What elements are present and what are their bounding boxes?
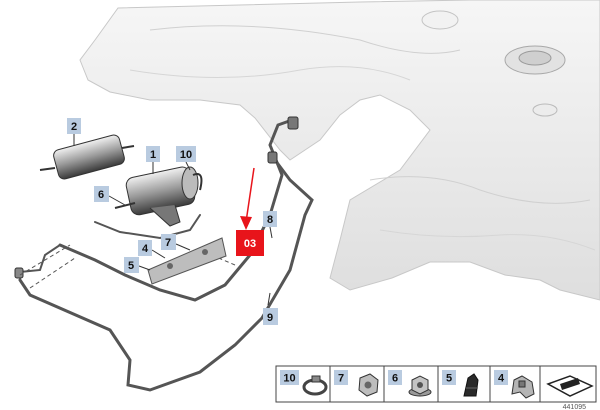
legend-item-arrow[interactable]: [546, 375, 594, 397]
hose-clamp-icon: [302, 375, 328, 396]
svg-text:4: 4: [142, 243, 149, 255]
highlighted-part-03[interactable]: 03: [236, 230, 264, 256]
svg-text:9: 9: [267, 312, 273, 324]
callout-7[interactable]: 7: [161, 234, 176, 250]
legend-item-4[interactable]: 4: [494, 370, 535, 399]
fuel-filter-2: [39, 134, 135, 180]
svg-text:8: 8: [267, 214, 273, 226]
svg-text:5: 5: [128, 260, 134, 272]
legend-item-10[interactable]: 10: [280, 370, 328, 396]
callout-8[interactable]: 8: [263, 211, 277, 227]
mounting-plate: [147, 237, 227, 285]
highlight-arrow: [240, 167, 255, 230]
svg-text:03: 03: [244, 238, 256, 250]
legend-strip: 10 7 6 5: [275, 365, 597, 403]
svg-text:6: 6: [392, 373, 398, 385]
legend-item-7[interactable]: 7: [334, 370, 379, 397]
flange-nut-icon: [408, 375, 432, 397]
callout-9[interactable]: 9: [263, 308, 278, 325]
fuel-line-8: [58, 118, 294, 302]
svg-text:4: 4: [498, 373, 505, 385]
callout-leaders: [73, 134, 273, 306]
svg-text:6: 6: [98, 189, 104, 201]
svg-text:2: 2: [71, 121, 77, 133]
callout-4[interactable]: 4: [138, 240, 152, 256]
fuel-lines: [18, 118, 314, 392]
callout-6[interactable]: 6: [94, 186, 109, 202]
fuel-line-9: [18, 158, 314, 392]
callout-5[interactable]: 5: [124, 257, 139, 273]
svg-text:7: 7: [338, 373, 344, 385]
svg-text:5: 5: [446, 373, 452, 385]
diagram-reference-number: 441095: [563, 404, 586, 410]
arrow-icon: [546, 375, 594, 397]
svg-text:10: 10: [283, 373, 295, 385]
legend-item-5[interactable]: 5: [442, 370, 479, 397]
svg-text:7: 7: [165, 237, 171, 249]
legend-item-6[interactable]: 6: [388, 370, 432, 397]
svg-text:1: 1: [150, 149, 156, 161]
callout-1[interactable]: 1: [146, 146, 160, 162]
fuel-filter-1: [114, 166, 203, 227]
callout-10[interactable]: 10: [176, 146, 196, 162]
fuel-tank-illustration: [79, 0, 600, 301]
svg-text:10: 10: [180, 149, 192, 161]
clip-icon: [463, 373, 479, 397]
hex-nut-icon: [358, 373, 379, 397]
bracket-clip-icon: [511, 375, 535, 399]
callout-2[interactable]: 2: [67, 118, 81, 134]
